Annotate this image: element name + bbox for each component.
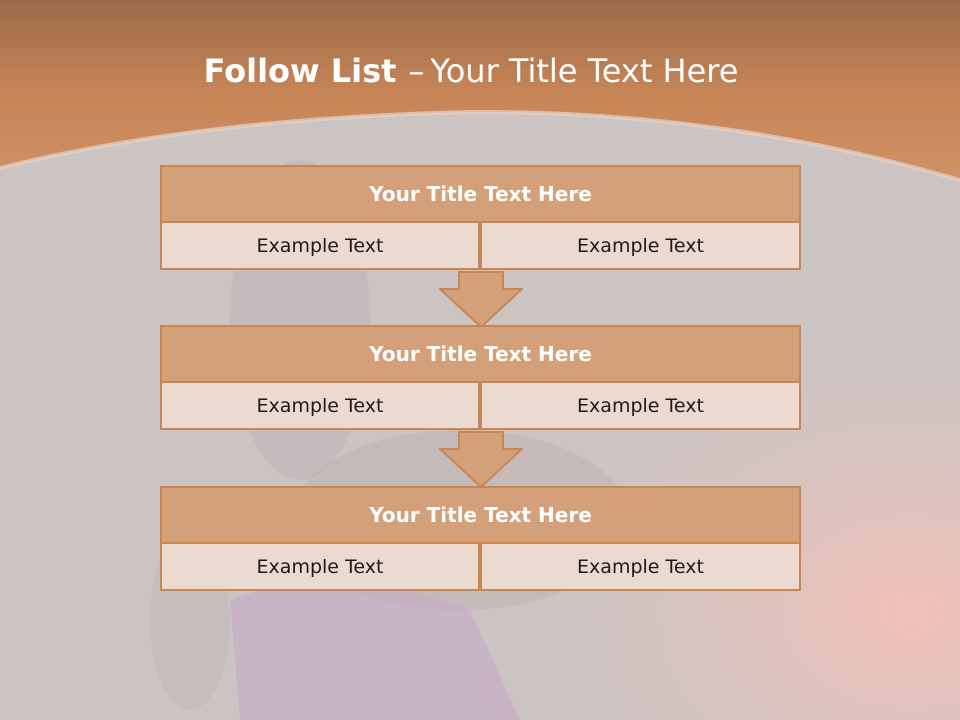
block-cell-left: Example Text — [160, 381, 480, 430]
block-cell-right: Example Text — [480, 221, 801, 270]
slide-title: Follow List–Your Title Text Here — [0, 52, 942, 90]
header-band — [0, 0, 960, 180]
list-block-1: Your Title Text Here Example Text Exampl… — [160, 165, 801, 272]
block-header: Your Title Text Here — [160, 165, 801, 223]
block-cell-right: Example Text — [480, 542, 801, 591]
down-arrow-icon — [439, 431, 523, 489]
block-cell-right: Example Text — [480, 381, 801, 430]
list-block-2: Your Title Text Here Example Text Exampl… — [160, 325, 801, 432]
block-cell-left: Example Text — [160, 542, 480, 591]
down-arrow-icon — [439, 271, 523, 329]
block-header: Your Title Text Here — [160, 486, 801, 544]
block-header: Your Title Text Here — [160, 325, 801, 383]
block-cell-left: Example Text — [160, 221, 480, 270]
list-block-3: Your Title Text Here Example Text Exampl… — [160, 486, 801, 593]
title-separator: – — [408, 52, 425, 90]
title-bold: Follow List — [203, 52, 397, 90]
title-rest: Your Title Text Here — [430, 52, 739, 90]
